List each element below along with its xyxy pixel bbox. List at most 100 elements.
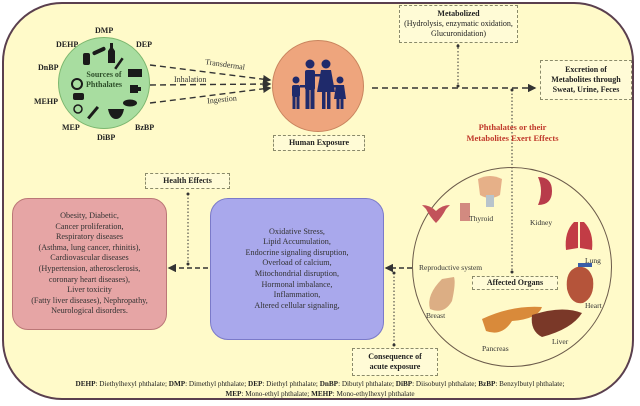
family-icon bbox=[292, 59, 346, 109]
mechanism-item: Overload of calcium, bbox=[262, 258, 332, 268]
mechanism-item: Hormonal imbalance, bbox=[261, 279, 333, 289]
organ-label-lung: Lung bbox=[585, 256, 601, 265]
footer-line-2: MEP: Mono-ethyl phthalate; MEHP: Mono-et… bbox=[10, 389, 630, 399]
consequence-line-2: acute exposure bbox=[369, 362, 421, 371]
affected-organs-label: Affected Organs bbox=[472, 276, 558, 290]
health-effect-item: (Fatty liver diseases), Nephropathy, bbox=[31, 295, 148, 305]
health-effect-item: Liver toxicity bbox=[67, 285, 112, 295]
mechanism-item: Mitochondrial disruption, bbox=[254, 269, 340, 278]
human-exposure-label: Human Exposure bbox=[273, 135, 365, 151]
health-effect-item: Neurological disorders. bbox=[51, 306, 128, 316]
effects-label: Phthalates or their Metabolites Exert Ef… bbox=[455, 122, 570, 144]
organ-label-liver: Liver bbox=[552, 337, 569, 346]
chem-label-mep: MEP bbox=[62, 123, 80, 132]
abbr: BzBP bbox=[478, 380, 496, 388]
source-icons bbox=[71, 43, 142, 120]
excretion-box: Excretion of Metabolites through Sweat, … bbox=[540, 60, 632, 100]
male-reproductive-icon bbox=[460, 203, 470, 221]
abbr: DiBP bbox=[395, 380, 413, 388]
abbr-def: : Mono-ethyl phthalate; bbox=[241, 390, 312, 398]
abbr-def: : Dibutyl phthalate; bbox=[338, 380, 396, 388]
chem-label-dep: DEP bbox=[136, 40, 152, 49]
chem-label-dmp: DMP bbox=[95, 26, 114, 35]
abbr-def: : Dimethyl phthalate; bbox=[185, 380, 249, 388]
health-effect-item: Cancer proliferation, bbox=[55, 221, 124, 231]
abbr-def: : Benzylbutyl phthalate; bbox=[495, 380, 565, 388]
bowl-icon bbox=[108, 109, 124, 119]
breast-icon bbox=[429, 277, 455, 311]
sources-title: Sources of Phthalates bbox=[86, 70, 122, 89]
organ-label-pancreas: Pancreas bbox=[482, 344, 509, 353]
effects-line-2: Metabolites Exert Effects bbox=[466, 133, 559, 143]
health-effect-item: (Asthma, lung cancer, rhinitis), bbox=[38, 242, 141, 252]
abbr: DEHP bbox=[75, 380, 96, 388]
health-effects-box: Obesity, Diabetic, Cancer proliferation,… bbox=[12, 198, 167, 330]
health-effect-item: Cardiovascular diseases bbox=[50, 253, 129, 263]
health-effect-item: coronary heart diseases), bbox=[48, 274, 131, 284]
human-exposure-circle bbox=[272, 40, 364, 132]
abbr: DnBP bbox=[319, 380, 339, 388]
chem-label-dnbp: DnBP bbox=[38, 63, 59, 72]
abbr-def: : Diisobutyl phthalate; bbox=[412, 380, 479, 388]
thyroid-icon bbox=[478, 176, 502, 198]
headphones-icon bbox=[71, 78, 83, 90]
baby-bottle-icon bbox=[83, 53, 90, 65]
effects-line-1: Phthalates or their bbox=[478, 122, 547, 132]
chem-label-bzbp: BzBP bbox=[135, 123, 155, 132]
metabolized-detail: (Hydrolysis, enzymatic oxidation, Glucur… bbox=[404, 19, 513, 38]
excretion-line-1: Excretion of bbox=[565, 65, 607, 74]
chem-label-dehp: DEHP bbox=[56, 40, 79, 49]
heart-icon bbox=[566, 266, 594, 304]
mechanism-item: Inflammation, bbox=[273, 290, 321, 300]
consequence-line-1: Consequence of bbox=[368, 352, 422, 361]
health-effect-item: (Hypertension, atherosclerosis, bbox=[38, 264, 141, 273]
excretion-line-2: Metabolites through bbox=[551, 75, 621, 84]
mechanism-item: Altered cellular signaling, bbox=[254, 300, 340, 310]
consequence-box: Consequence of acute exposure bbox=[352, 348, 438, 376]
abbr-def: : Diethyl phthalate; bbox=[262, 380, 320, 388]
abbr: MEHP bbox=[311, 390, 333, 398]
mechanisms-box: Oxidative Stress, Lipid Accumulation, En… bbox=[210, 198, 384, 340]
organ-label-kidney: Kidney bbox=[530, 218, 553, 227]
health-effect-item: Obesity, Diabetic, bbox=[60, 211, 119, 221]
mechanism-item: Lipid Accumulation, bbox=[263, 237, 331, 247]
organ-illustrations bbox=[422, 176, 594, 337]
uterus-icon bbox=[422, 205, 450, 223]
metabolized-title: Metabolized bbox=[437, 9, 480, 18]
route-label-inhalation: Inhalation bbox=[174, 75, 207, 84]
abbr: DEP bbox=[248, 380, 263, 388]
organ-label-reproductive: Reproductive system bbox=[419, 263, 483, 272]
racket-icon bbox=[73, 104, 83, 114]
abbr-def: : Mono-ethylhexyl phthalate bbox=[332, 390, 415, 398]
lung-icon bbox=[565, 222, 593, 250]
organ-label-thyroid: Thyroid bbox=[469, 214, 494, 223]
mug-icon bbox=[130, 85, 141, 93]
chem-label-dibp: DiBP bbox=[97, 133, 116, 142]
crib-icon bbox=[128, 69, 142, 77]
stick-icon bbox=[114, 57, 124, 70]
organ-label-breast: Breast bbox=[426, 311, 446, 320]
health-effect-item: Respiratory diseases bbox=[55, 232, 124, 242]
bottle-icon bbox=[108, 43, 115, 63]
sources-circle bbox=[58, 37, 150, 129]
affected-organs-circle bbox=[412, 167, 612, 367]
stroller-icon bbox=[73, 93, 84, 100]
abbr: MEP bbox=[225, 390, 242, 398]
footer-line-1: DEHP: Diethylhexyl phthalate; DMP: Dimet… bbox=[10, 379, 630, 389]
kidney-icon bbox=[538, 177, 552, 205]
metabolized-box: Metabolized (Hydrolysis, enzymatic oxida… bbox=[399, 5, 518, 43]
chem-label-mehp: MEHP bbox=[34, 97, 58, 106]
organ-label-heart: Heart bbox=[585, 301, 602, 310]
abbr-def: : Diethylhexyl phthalate; bbox=[95, 380, 169, 388]
plate-icon bbox=[123, 99, 137, 107]
bat-icon bbox=[87, 105, 100, 120]
skateboard-icon bbox=[92, 46, 106, 56]
mechanism-item: Endocrine signaling disruption, bbox=[245, 247, 349, 257]
abbr: DMP bbox=[168, 380, 186, 388]
liver-icon bbox=[531, 309, 582, 337]
pancreas-icon bbox=[482, 306, 542, 333]
mechanism-item: Oxidative Stress, bbox=[269, 226, 325, 236]
abbreviations-footer: DEHP: Diethylhexyl phthalate; DMP: Dimet… bbox=[10, 379, 630, 399]
excretion-line-3: Sweat, Urine, Feces bbox=[552, 85, 620, 94]
health-effects-label: Health Effects bbox=[145, 173, 230, 189]
